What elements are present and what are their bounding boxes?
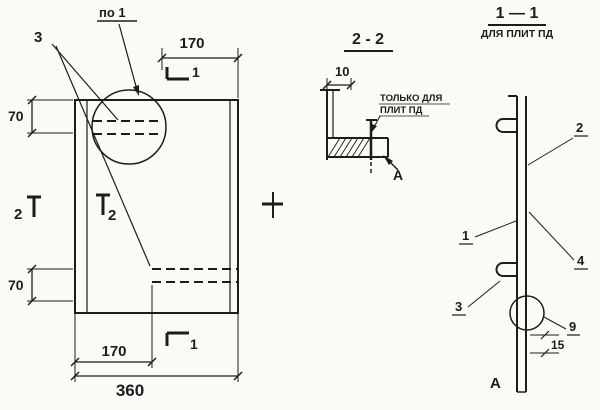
detail-circle — [91, 89, 167, 165]
callout-label: 3 — [455, 299, 462, 314]
dim-text: 10 — [335, 64, 349, 79]
dim-text: 70 — [8, 277, 24, 293]
hidden-bars-lower — [152, 268, 238, 283]
callout-3: 3 — [452, 280, 501, 316]
dim-text: 15 — [551, 338, 565, 352]
leader-line — [51, 43, 119, 121]
section-label: 1 — [190, 336, 198, 352]
callout-1: 1 — [459, 220, 517, 245]
section-label: 2 — [108, 207, 116, 224]
anchor-hook-bottom — [495, 262, 517, 277]
edge-bar — [508, 95, 527, 393]
dim-bottom-360: 360 — [70, 313, 243, 400]
dim-text: 360 — [116, 381, 144, 400]
section-2-2-view: 2 - 2 10 — [320, 31, 450, 183]
arrowhead — [133, 85, 139, 96]
dim-15: 15 — [530, 330, 565, 358]
edge-profile — [320, 89, 389, 174]
dim-top-170: 170 — [157, 35, 243, 98]
callout-label: 4 — [577, 253, 585, 268]
section-2-2-title: 2 - 2 — [352, 31, 384, 48]
detail-circle — [509, 295, 545, 331]
dim-bottom-170: 170 — [70, 285, 157, 368]
callout-label: 9 — [569, 319, 576, 334]
section-mark-2-left: 2 — [14, 195, 41, 223]
view-a-label: А — [393, 167, 403, 183]
callout-2: 2 — [527, 120, 588, 166]
dim-text: 70 — [8, 108, 24, 124]
view-a-label: А — [490, 375, 501, 392]
note-line-2: ПЛИТ ПД — [380, 105, 423, 116]
section-mark-1-bottom: 1 — [165, 331, 198, 352]
section-mark-right — [262, 192, 283, 218]
callout-9: 9 — [543, 316, 580, 336]
section-1-1-subtitle: ДЛЯ ПЛИТ ПД — [481, 28, 554, 40]
dim-left-70-lower: 70 — [8, 264, 73, 306]
section-mark-1-top: 1 — [165, 64, 200, 81]
callout-label: 1 — [462, 228, 469, 243]
dim-left-70-upper: 70 — [8, 95, 73, 138]
section-mark-2-mid: 2 — [96, 193, 116, 224]
callout-label: 2 — [576, 120, 583, 135]
section-1-1-view: 1 — 1 ДЛЯ ПЛИТ ПД 2 1 4 — [452, 5, 588, 393]
note-line-1: ТОЛЬКО ДЛЯ — [380, 93, 442, 104]
dim-text: 170 — [179, 35, 204, 52]
plan-view: 3 по 1 170 1 1 — [8, 5, 283, 400]
hidden-bars-upper — [93, 120, 160, 135]
plan-view-label: по 1 — [99, 5, 126, 20]
view-direction-a: А — [383, 155, 403, 183]
arrowhead — [383, 155, 393, 165]
plan-callout-3: 3 — [34, 29, 42, 46]
hatching — [327, 137, 371, 158]
section-label: 2 — [14, 206, 22, 223]
pd-note: ТОЛЬКО ДЛЯ ПЛИТ ПД — [371, 93, 450, 133]
arrowhead — [371, 124, 377, 133]
callout-4: 4 — [528, 211, 588, 270]
dim-text: 170 — [101, 343, 126, 360]
leader-line — [55, 45, 151, 267]
anchor-hook-top — [495, 118, 517, 133]
leader-line — [118, 23, 138, 91]
section-label: 1 — [192, 64, 200, 80]
section-1-1-title: 1 — 1 — [496, 5, 539, 22]
dim-10: 10 — [322, 64, 356, 90]
